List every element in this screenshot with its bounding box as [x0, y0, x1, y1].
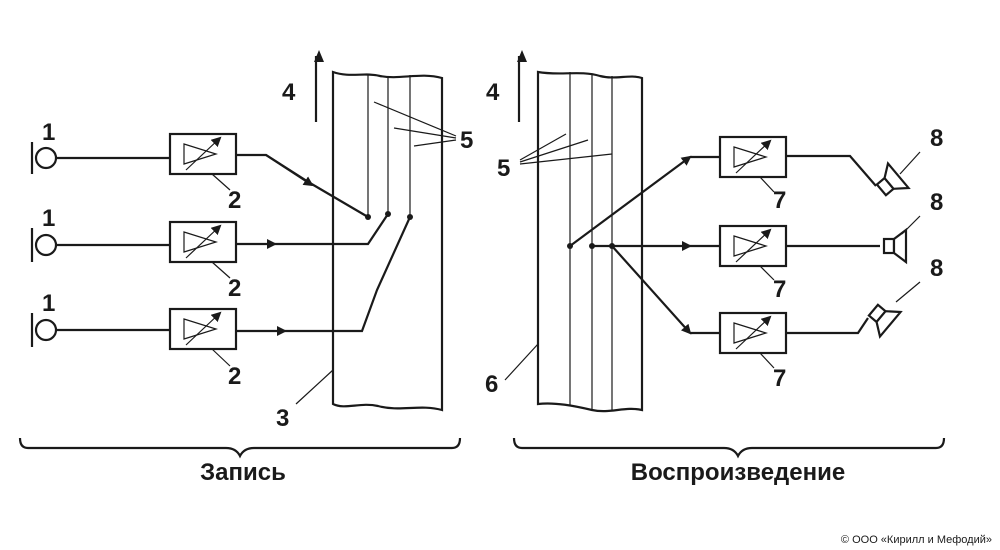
copyright-text: © ООО «Кирилл и Мефодий»	[841, 534, 992, 546]
record-signal-path-2	[236, 211, 391, 249]
label-speaker: 8	[930, 125, 943, 152]
label-tape-record: 3	[276, 405, 289, 432]
playback-bracket	[512, 437, 946, 459]
leader-line	[295, 369, 334, 405]
caption-playback: Воспроизведение	[631, 459, 846, 486]
leader-line	[759, 176, 775, 193]
leader-line	[901, 215, 921, 235]
playback-tape	[536, 70, 644, 413]
leader-line	[519, 133, 567, 161]
speaker-icon	[867, 303, 903, 339]
microphone-icon	[30, 142, 58, 174]
label-speaker: 8	[930, 255, 943, 282]
playback-amplifier	[718, 311, 788, 355]
label-microphone: 1	[42, 205, 55, 232]
label-amplifier: 2	[228, 363, 241, 390]
record-amplifier	[168, 307, 238, 351]
playback-signal-path-1	[567, 155, 720, 249]
leader-line	[519, 139, 589, 163]
leader-line	[899, 151, 921, 175]
speaker-wire	[786, 154, 877, 187]
leader-line	[211, 173, 231, 191]
label-microphone: 1	[42, 290, 55, 317]
record-amplifier	[168, 132, 238, 176]
label-amplifier-playback: 7	[773, 276, 786, 303]
label-amplifier-playback: 7	[773, 187, 786, 214]
label-amplifier: 2	[228, 187, 241, 214]
label-amplifier-playback: 7	[773, 365, 786, 392]
record-bracket	[18, 437, 462, 459]
playback-amplifier	[718, 135, 788, 179]
caption-record: Запись	[200, 459, 286, 486]
label-direction: 4	[486, 79, 500, 106]
label-tracks: 5	[460, 127, 473, 154]
leader-line	[759, 265, 775, 281]
speaker-icon	[875, 161, 911, 197]
label-direction: 4	[282, 79, 296, 106]
label-speaker: 8	[930, 189, 943, 216]
record-amplifier	[168, 220, 238, 264]
leader-line	[393, 127, 457, 139]
microphone-icon	[30, 228, 58, 262]
label-microphone: 1	[42, 119, 55, 146]
leader-line	[211, 348, 231, 367]
label-tracks: 5	[497, 155, 510, 182]
playback-signal-path-3	[611, 245, 720, 335]
leader-line	[895, 281, 921, 303]
leader-line	[759, 352, 775, 369]
record-signal-path-3	[236, 214, 413, 336]
speaker-wire	[786, 317, 869, 335]
label-tape-playback: 6	[485, 371, 498, 398]
leader-line	[519, 153, 613, 165]
leader-line	[211, 261, 231, 279]
record-signal-path-1	[236, 153, 371, 220]
leader-line	[373, 101, 457, 137]
recording-tape	[331, 70, 444, 412]
leader-line	[504, 343, 539, 381]
speaker-icon	[882, 227, 908, 265]
label-amplifier: 2	[228, 275, 241, 302]
playback-amplifier	[718, 224, 788, 268]
microphone-icon	[30, 313, 58, 347]
leader-line	[413, 139, 457, 147]
